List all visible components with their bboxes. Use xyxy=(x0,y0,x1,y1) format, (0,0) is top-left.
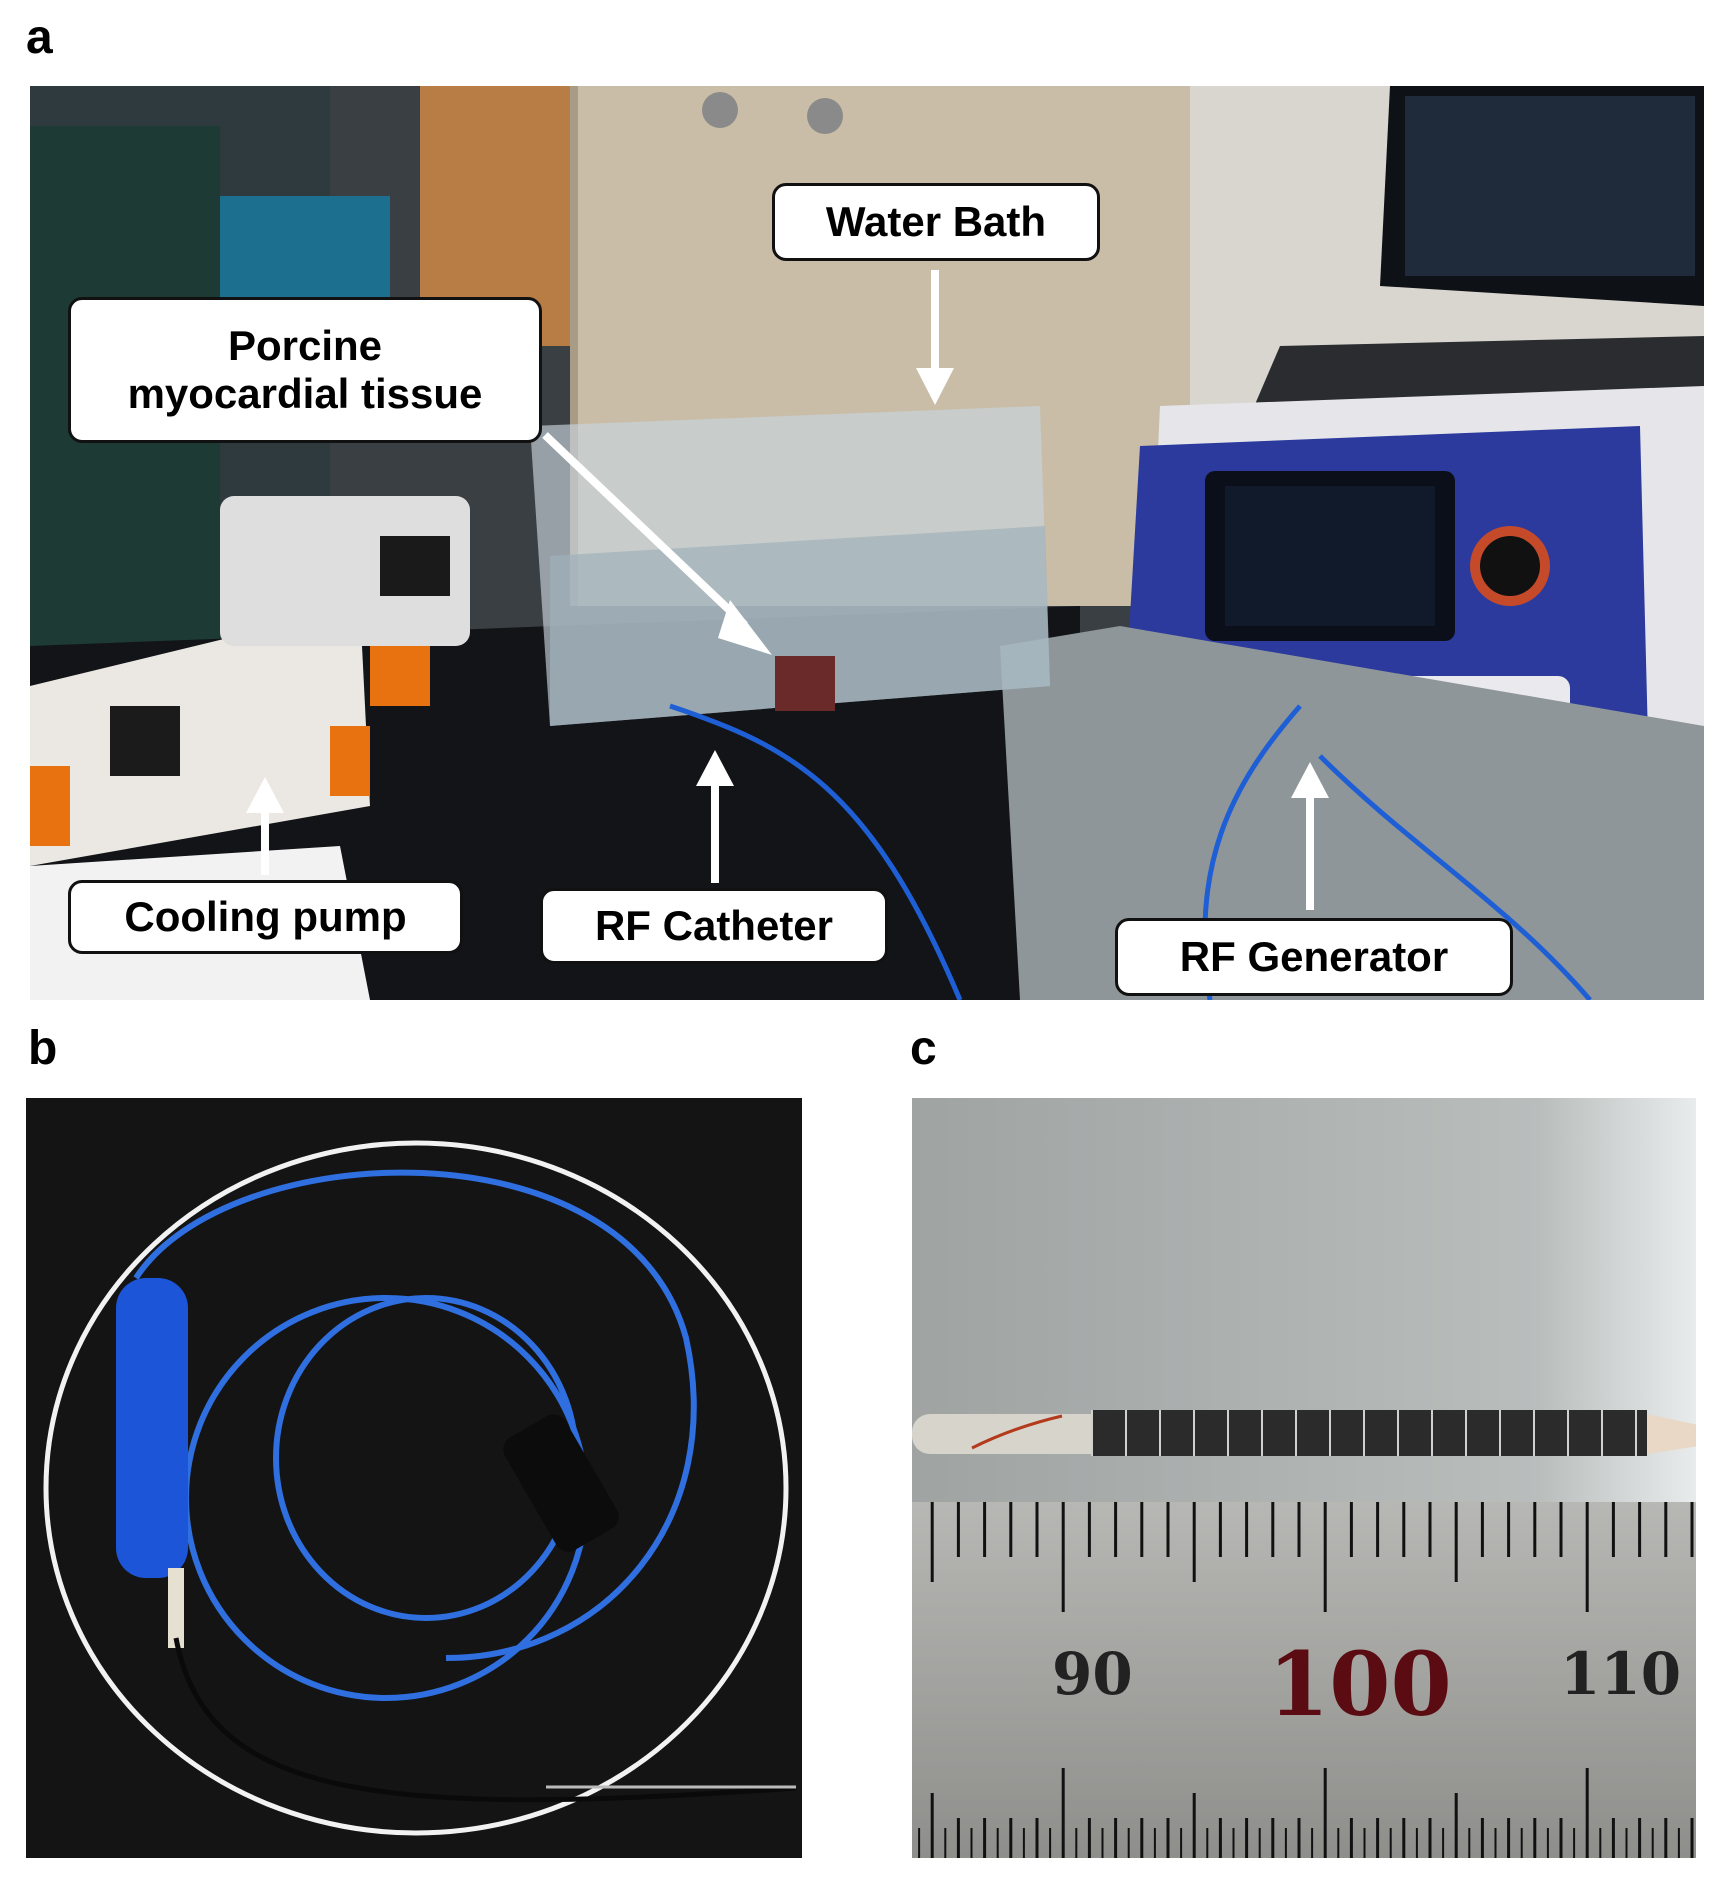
callout-rf-catheter-text: RF Catheter xyxy=(594,901,834,949)
arrow-cooling-pump xyxy=(246,777,284,875)
callout-rf-catheter: RF Catheter xyxy=(540,888,888,964)
ruler-label-100: 100 xyxy=(1268,1632,1452,1736)
arrow-water-bath xyxy=(916,270,954,405)
callout-porcine-line2: myocardial tissue xyxy=(127,370,483,417)
panel-label-b: b xyxy=(28,1022,58,1075)
ruler-label-90: 90 xyxy=(1052,1640,1133,1708)
callout-rf-generator-text: RF Generator xyxy=(1179,932,1449,980)
arrow-rf-catheter xyxy=(696,750,734,883)
arrow-rf-generator xyxy=(1291,762,1329,910)
callout-cooling-pump: Cooling pump xyxy=(68,880,463,954)
electrode-segments xyxy=(1091,1410,1637,1456)
callout-water-bath: Water Bath xyxy=(772,183,1100,261)
callout-water-bath-text: Water Bath xyxy=(825,197,1047,245)
ruler-label-110: 110 xyxy=(1560,1640,1682,1708)
panel-label-a: a xyxy=(26,11,53,64)
callout-cooling-pump-text: Cooling pump xyxy=(124,892,407,940)
callout-rf-generator: RF Generator xyxy=(1115,918,1513,996)
ruler-ticks xyxy=(918,1502,1694,1858)
callout-porcine-tissue: Porcine myocardial tissue xyxy=(68,297,542,443)
arrow-porcine-tissue xyxy=(542,432,772,655)
callout-porcine-line1: Porcine xyxy=(227,321,383,369)
electrode-ruler-photo xyxy=(912,1098,1696,1858)
panel-label-c: c xyxy=(910,1022,937,1075)
catheter-photo xyxy=(26,1098,802,1858)
